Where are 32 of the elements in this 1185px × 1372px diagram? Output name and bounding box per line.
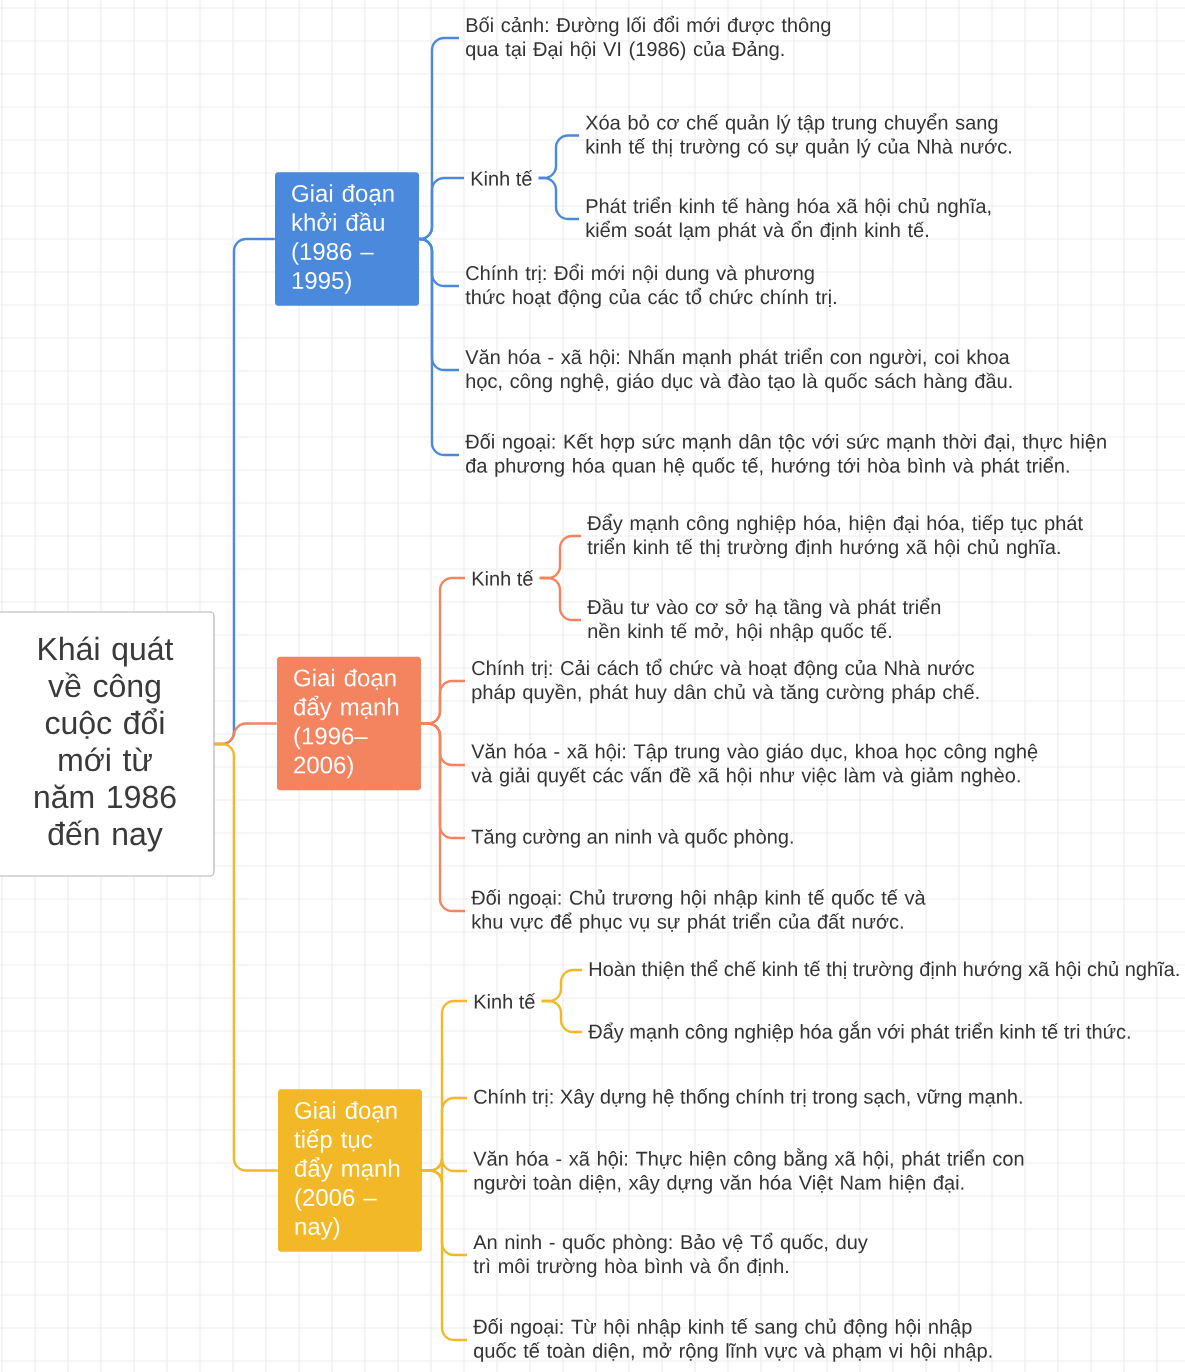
branch-text: Văn hóa - xã hội: Tập trung vào giáo dục, khoa học công nghệ và giải quyết các vấn đề xã hội như việc làm và giảm nghèo. [471,743,1038,787]
stage-box: Giai đoạn tiếp tục đẩy mạnh (2006 – nay) [278,1089,422,1252]
branch-line [214,742,278,1172]
branch-text: Chính trị: Đổi mới nội dung và phương thức hoạt động của các tổ chức chính trị. [465,263,836,309]
branch-text: Đối ngoại: Từ hội nhập kinh tế sang chủ động hội nhập quốc tế toàn diện, mở rộng lĩnh vực và phạm vi hội nhập. [473,1318,992,1362]
branch-line [541,999,582,1034]
topic-box: Khái quát về công cuộc đổi mới từ năm 1986 đến nay [0,611,215,877]
branch-line [418,237,459,457]
branch-text: Kinh tế [471,170,533,186]
branch-line [538,176,579,221]
branch-text: Văn hóa - xã hội: Thực hiện công bằng xã hội, phát triển con người toàn diện, xây dựng văn hóa Việt Nam hiện đại. [473,1148,1024,1194]
branch-text: Kinh tế [472,570,534,586]
branch-text: Bối cảnh: Đường lối đổi mới được thông qua tại Đại hội VI (1986) của Đảng. [466,15,831,61]
branch-text: Đối ngoại: Chủ trương hội nhập kinh tế quốc tế và khu vực để phục vụ sự phát triển của đất nước. [471,889,926,933]
branch-text: Đẩy mạnh công nghiệp hóa gắn với phát triển kinh tế tri thức. [588,1021,1130,1043]
branch-text: Chính trị: Cải cách tổ chức và hoạt động của Nhà nước pháp quyền, phát huy dân chủ và tăng cường pháp chế. [472,658,979,704]
branch-text: An ninh - quốc phòng: Bảo vệ Tổ quốc, duy trì môi trường hòa bình và ổn định. [473,1232,868,1278]
branch-text: Văn hóa - xã hội: Nhấn mạnh phát triển con người, coi khoa học, công nghệ, giáo dục và đào tạo là quốc sách hàng đầu. [465,347,1012,393]
branch-line [539,576,581,622]
stage-box: Giai đoạn khởi đầu (1986 – 1995) [275,172,419,306]
branch-text: Đối ngoại: Kết hợp sức mạnh dân tộc với sức mạnh thời đại, thực hiện đa phương hóa quan hệ quốc tế, hướng tới hòa bình và phát triển. [465,433,1106,477]
branch-text: Xóa bỏ cơ chế quản lý tập trung chuyển sang kinh tế thị trường có sự quản lý của Nhà nước. [585,113,1011,158]
branch-line [422,1169,467,1342]
branch-line [421,722,465,913]
branch-text: Kinh tế [474,993,536,1009]
branch-text: Chính trị: Xây dựng hệ thống chính trị trong sạch, vững mạnh. [474,1088,1022,1108]
stage-box: Giai đoạn đẩy mạnh (1996–2006) [277,656,421,791]
branch-text: Tăng cường an ninh và quốc phòng. [471,828,793,848]
branch-text: Đẩy mạnh công nghiệp hóa, hiện đại hóa, tiếp tục phát triển kinh tế thị trường định hướng xã hội chủ nghĩa. [587,513,1083,559]
branch-text: Đầu tư vào cơ sở hạ tầng và phát triển nền kinh tế mở, hội nhập quốc tế. [587,597,941,643]
branch-text: Hoàn thiện thể chế kinh tế thị trường định hướng xã hội chủ nghĩa. [589,959,1179,981]
branch-text: Phát triển kinh tế hàng hóa xã hội chủ nghĩa, kiểm soát lạm phát và ổn định kinh tế. [586,196,991,242]
